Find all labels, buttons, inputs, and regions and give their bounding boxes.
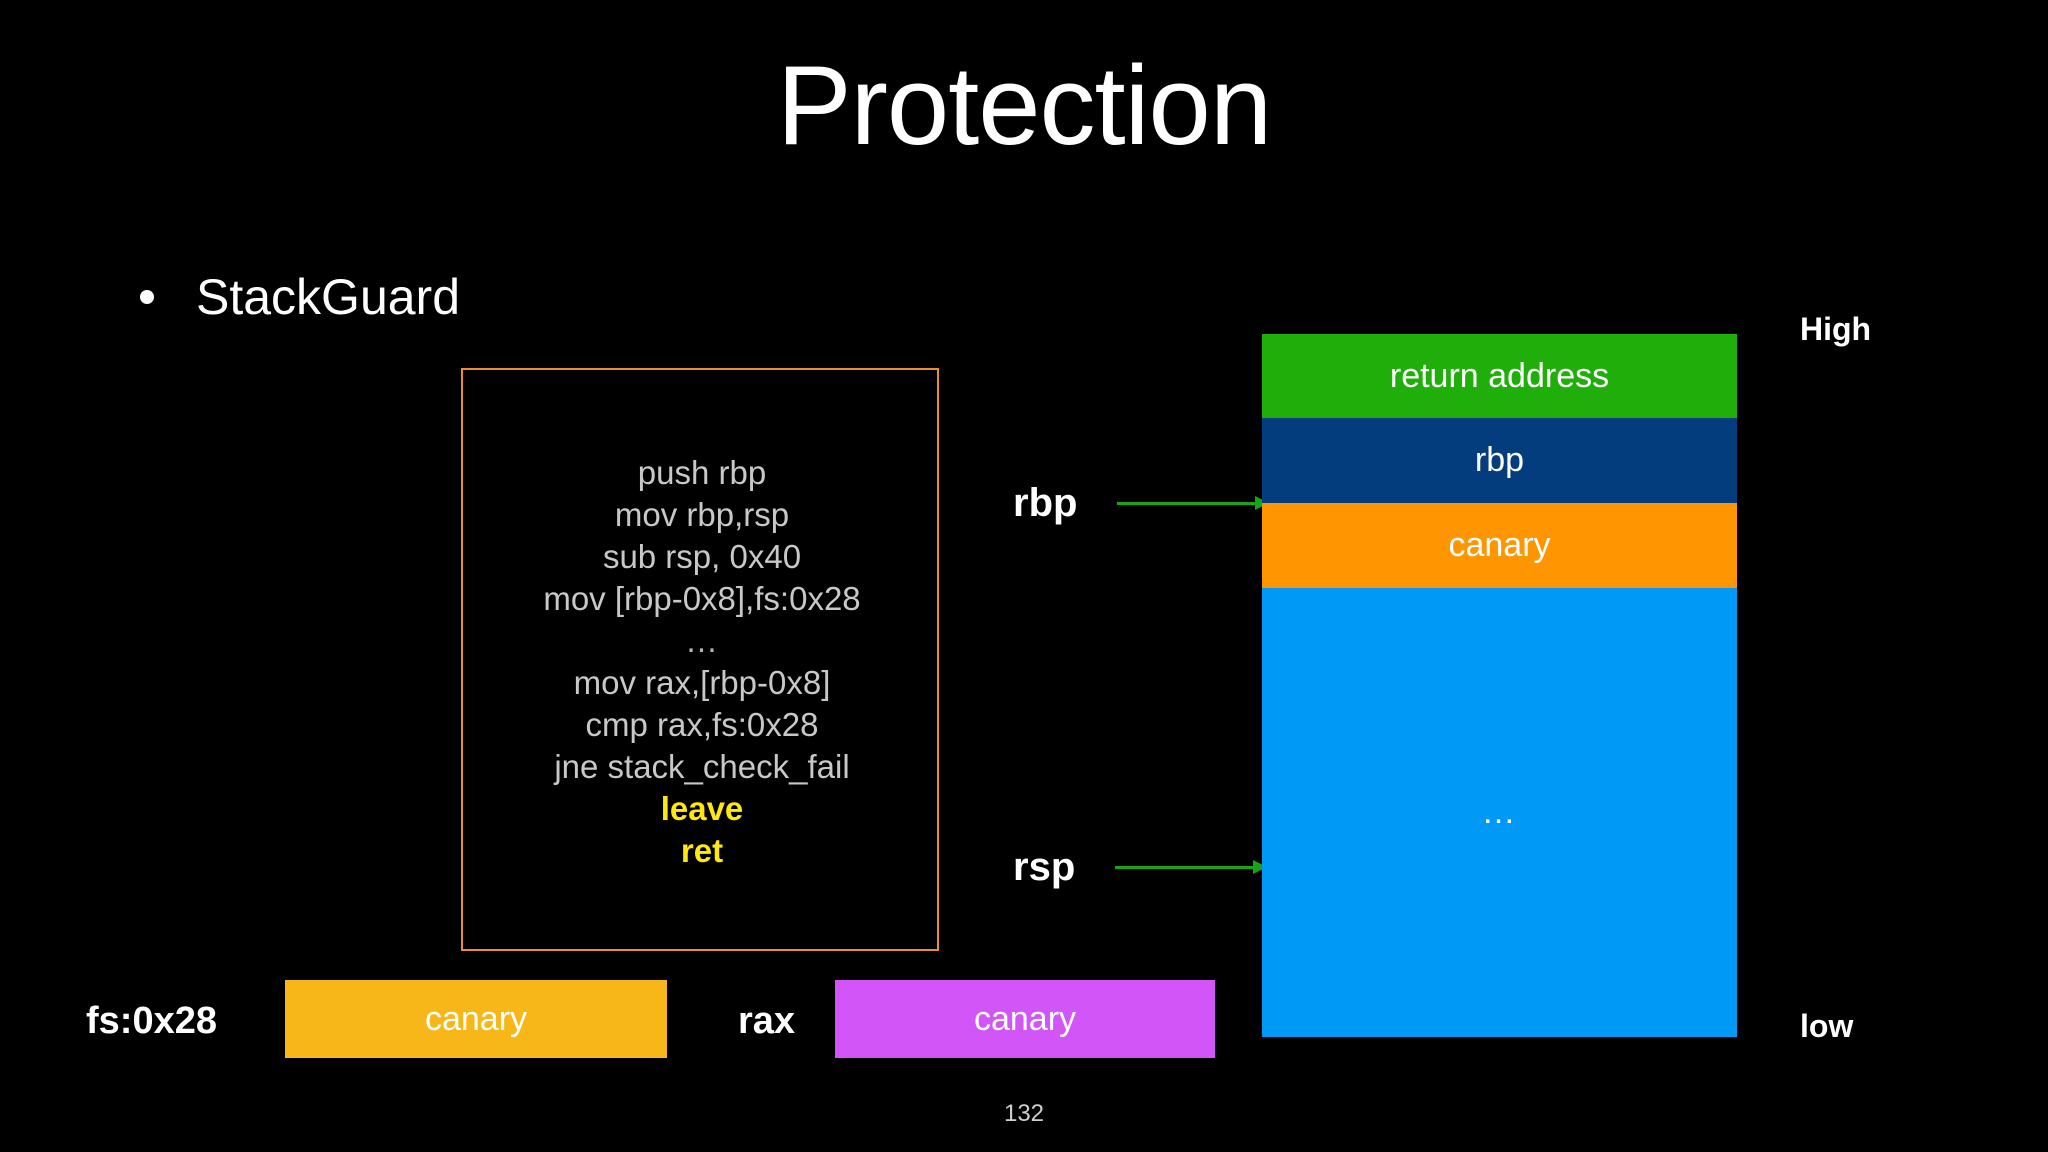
bullet-dot-icon <box>140 290 154 304</box>
register-value-label: canary <box>973 999 1077 1038</box>
register-label-fs: fs:0x28 <box>86 1000 217 1042</box>
code-line: push rbp <box>637 454 767 491</box>
pointer-rbp: rbp <box>1013 478 1270 528</box>
stack-cell-return-address: return address <box>1262 334 1737 418</box>
stack-diagram: return address rbp canary … <box>1262 334 1737 1037</box>
code-line-ellipsis: … <box>685 622 719 659</box>
code-line: sub rsp, 0x40 <box>602 538 802 575</box>
pointer-rsp: rsp <box>1013 842 1268 892</box>
code-line: cmp rax,fs:0x28 <box>585 706 819 743</box>
code-line: mov [rbp-0x8],fs:0x28 <box>543 580 861 617</box>
page-number: 132 <box>1003 1100 1045 1127</box>
stack-cell-rbp: rbp <box>1262 418 1737 503</box>
stack-cell-locals: … <box>1262 588 1737 1037</box>
code-line-highlighted: leave <box>660 790 744 827</box>
stack-cell-label: … <box>1481 793 1518 831</box>
code-line: jne stack_check_fail <box>554 748 850 785</box>
code-line-highlighted: ret <box>680 832 724 869</box>
pointer-rsp-label: rsp <box>1013 844 1076 889</box>
arrow-right-icon <box>1115 859 1268 874</box>
stack-cell-canary: canary <box>1262 503 1737 588</box>
code-line: mov rax,[rbp-0x8] <box>573 664 831 701</box>
register-value-label: canary <box>424 999 528 1038</box>
register-value-box-fs: canary <box>285 980 667 1058</box>
assembly-code-lines: push rbp mov rbp,rsp sub rsp, 0x40 mov [… <box>463 452 941 872</box>
page-title: Protection <box>776 43 1272 168</box>
assembly-code-box: push rbp mov rbp,rsp sub rsp, 0x40 mov [… <box>461 368 939 951</box>
arrow-right-icon <box>1117 495 1270 510</box>
code-line: mov rbp,rsp <box>614 496 790 533</box>
stack-cell-label: rbp <box>1474 441 1525 479</box>
bullet-item-stackguard: StackGuard <box>140 268 460 326</box>
stack-cell-label: return address <box>1389 356 1610 395</box>
stack-cell-label: canary <box>1448 526 1551 564</box>
register-label-rax: rax <box>738 1000 796 1042</box>
stack-low-address-label: low <box>1800 1008 1854 1044</box>
register-value-box-rax: canary <box>835 980 1215 1058</box>
bullet-item-label: StackGuard <box>196 269 461 325</box>
register-row: fs:0x28 canary rax canary <box>0 980 1262 1080</box>
pointer-rbp-label: rbp <box>1013 480 1078 525</box>
stack-high-address-label: High <box>1800 311 1872 347</box>
